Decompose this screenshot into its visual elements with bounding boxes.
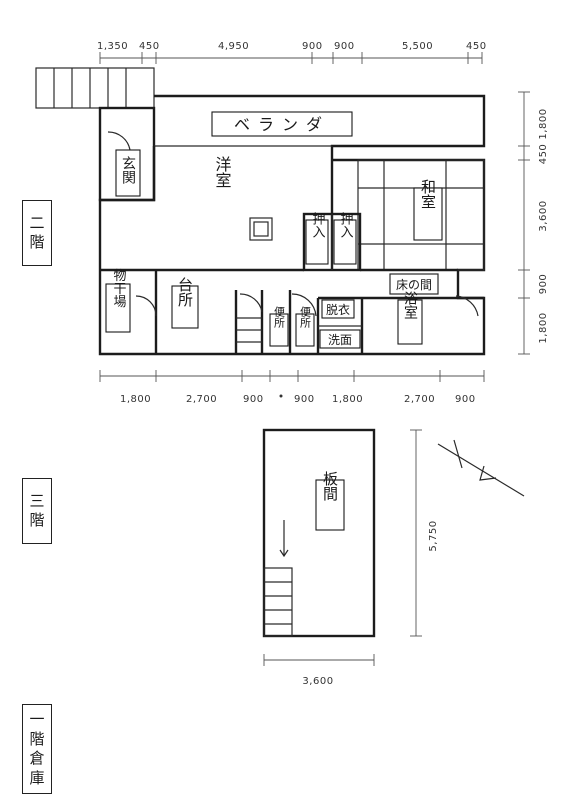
room-daidokoro: 台所 [176,277,194,307]
room-yokushitsu: 浴室 [402,291,418,319]
floor-first-char-4: 庫 [29,768,45,787]
room-itanoma: 板間 [321,470,339,502]
senmen-box [319,329,361,349]
bottom-dimension-line [99,370,485,382]
room-monohoshi: 物干場 [111,269,127,308]
third-floor-dimensions [263,429,422,666]
third-floor-walls [262,428,376,638]
room-oshiire-2: 押入 [338,212,354,238]
bottom-dim-2: 2,700 [186,394,217,405]
room-youshitsu: 洋室 [213,156,232,188]
oshiire1-box [305,219,329,265]
floor-first-char-2: 階 [29,729,45,748]
floor-second-char-2: 階 [29,233,45,251]
north-arrow-icon [437,439,525,497]
bottom-dim-3: 900 [243,394,264,405]
room-veranda: ベランダ [234,115,330,134]
room-senmen: 洗面 [328,333,352,347]
top-dim-4: 900 [302,41,323,52]
top-dimension-line [99,52,483,64]
top-dim-7: 450 [466,41,487,52]
right-dim-5: 1,800 [538,312,549,343]
top-dim-5: 900 [334,41,355,52]
room-toilet-small: 便所 [273,306,286,329]
room-genkan: 玄関 [120,155,136,185]
room-datsui: 脱衣 [326,302,350,317]
toilet2-box [295,313,315,347]
washitsu-box [413,187,443,241]
right-dim-3: 3,600 [538,200,549,231]
floor-third-char-1: 三 [29,491,45,510]
datsui-box [321,299,355,319]
top-dim-6: 5,500 [402,41,433,52]
bottom-dim-5: 1,800 [332,394,363,405]
floor-label-second: 二 階 [22,200,52,266]
bottom-dim-4: 900 [294,394,315,405]
top-dim-2: 450 [139,41,160,52]
top-dim-3: 4,950 [218,41,249,52]
right-dimension-line [518,91,530,355]
bottom-dim-1: 1,800 [120,394,151,405]
top-dim-1: 1,350 [97,41,128,52]
daidokoro-box [171,285,199,329]
right-dim-4: 900 [538,274,549,295]
room-washitsu: 和室 [419,179,437,209]
floor-second-char-1: 二 [29,213,45,232]
room-oshiire-1: 押入 [310,212,326,238]
floor-third-char-2: 階 [29,511,45,529]
floor-label-first-storage: 一 階 倉 庫 [22,704,52,794]
room-tokonoma: 床の間 [396,278,432,292]
genkan-box [115,149,141,197]
dim-dot [279,394,283,398]
oshiire2-box [333,219,357,265]
room-toilet: 便所 [299,306,312,329]
itanoma-box [315,479,345,531]
bottom-dim-7: 900 [455,394,476,405]
floor-first-char-3: 倉 [29,749,45,767]
bottom-dim-6: 2,700 [404,394,435,405]
yokushitsu-box [397,299,423,345]
third-right-dim: 5,750 [428,520,439,551]
veranda-box [211,111,353,137]
floor-first-char-1: 一 [29,710,45,728]
monohoshi-box [105,283,131,333]
third-bottom-dim: 3,600 [302,676,333,687]
right-dim-1: 1,800 [538,108,549,139]
floor-label-third: 三 階 [22,478,52,544]
toilet-box [269,313,289,347]
right-dim-2: 450 [538,144,549,165]
